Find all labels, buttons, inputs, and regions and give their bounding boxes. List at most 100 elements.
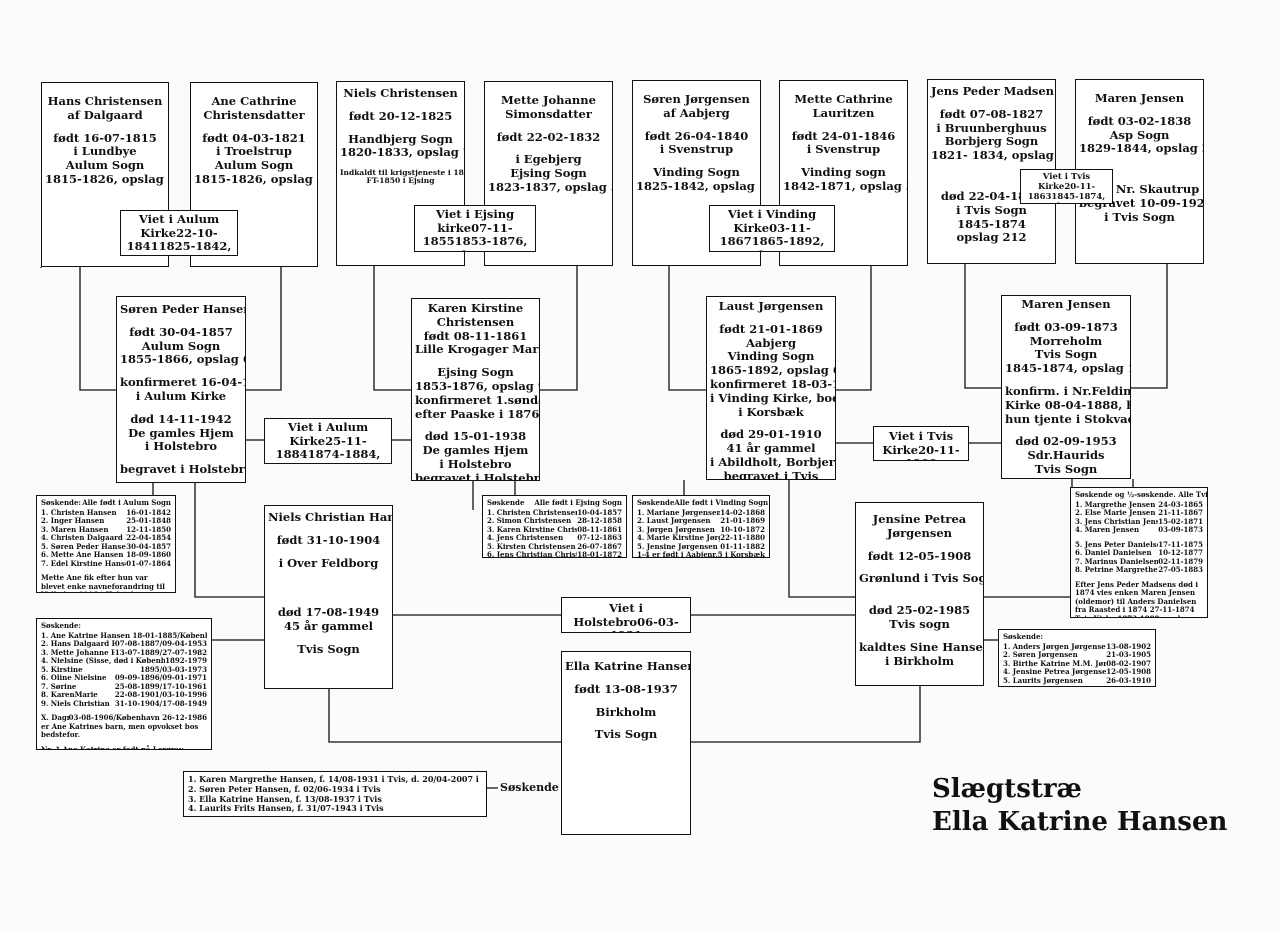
- sibling-date: 26-03-1910: [1106, 675, 1151, 685]
- sibling-row: 6. Jens Christian Christensen18-01-1872: [487, 550, 622, 558]
- siblings-ella-label: Søskende: [498, 781, 561, 794]
- text-line: konfirmeret 18-03-1883: [710, 376, 835, 391]
- text-line: Tvis Sogn: [594, 727, 658, 742]
- sibling-row: 4. Christen Dalgaard Hansen22-04-1854: [41, 534, 171, 543]
- text-line: FT-1850 i Ejsing: [366, 176, 435, 186]
- siblings-note: er Ane Katrines barn, men opvokset bos b…: [41, 721, 199, 740]
- sibling-name: 4. Marie Kirstine Jørgensen: [637, 534, 720, 543]
- text-line: begravet i Holstebro: [415, 470, 540, 481]
- sibling-date: 21-01-1869: [720, 516, 765, 526]
- text-line: Søren Jørgensen: [643, 92, 750, 106]
- text-line: død 29-01-1910: [720, 427, 822, 442]
- sibling-date: 15-02-1871: [1158, 516, 1203, 526]
- sibling-name: 3. Maren Hansen: [41, 525, 109, 534]
- sibling-name: 4. Jens Christensen: [487, 534, 564, 543]
- text-line: Laust Jørgensen: [718, 299, 824, 313]
- sibling-date: 17-11-1875: [1158, 539, 1203, 549]
- text-line: 1815-1826, opslag 29: [194, 171, 317, 186]
- sibling-name: 3. Jørgen Jørgensen: [637, 525, 715, 534]
- siblings-ella: 1. Karen Margrethe Hansen, f. 14/08-1931…: [183, 771, 487, 817]
- marriage-tvis-1863: Viet i Tvis Kirke20-11-18631845-1874, op…: [1020, 169, 1113, 204]
- text-line: født 26-04-1840: [644, 128, 749, 143]
- sibling-date: 30-04-1857: [126, 541, 171, 551]
- sibling-name: 6. Oline Nielsine: [41, 674, 107, 683]
- title-line-1: Slægtstræ: [932, 774, 1082, 804]
- text-line: født 07-08-1827: [939, 106, 1044, 121]
- text-line: i Aulum Kirke: [135, 388, 227, 403]
- sibling-name: 4. Maren Jensen: [1075, 526, 1140, 535]
- text-line: Tvis sogn: [889, 616, 950, 631]
- text-line: Vinding Sogn: [727, 349, 815, 364]
- text-line: opslag 212: [956, 230, 1027, 245]
- title-line-2: Ella Katrine Hansen: [932, 806, 1228, 837]
- sibling-name: 8. Petrine Margrethe Dan.: [1075, 566, 1158, 575]
- text-line: 1845-1874, opslag 179: [1041, 192, 1106, 203]
- sibling-name: 3. Jens Christian Jensen: [1075, 517, 1158, 526]
- siblings-header-text: Søskende og ½-søskende. Alle Tvis Sogn: [1075, 490, 1208, 499]
- sibling-date: 22-08-1901/03-10-1996: [114, 690, 207, 700]
- siblings-note: Efter Jens Peder Madsens død i 1874 vies…: [1075, 579, 1198, 617]
- siblings-header-text: Søskende:: [1003, 632, 1043, 641]
- siblings-header: Søskende:: [1003, 632, 1151, 642]
- siblings-header: Søskende:: [41, 621, 207, 631]
- text-line: 1842-1871, opslag 30: [783, 178, 908, 193]
- text-line: Niels Christensen: [343, 86, 458, 100]
- text-line: i Birkholm: [884, 653, 955, 668]
- sibling-entry: 1. Karen Margrethe Hansen, f. 14/08-1931…: [188, 775, 482, 784]
- text-line: Maren Jensen: [1094, 91, 1185, 105]
- sibling-name: 6. Daniel Danielsen: [1075, 549, 1152, 558]
- text-line: død 02-09-1953: [1015, 434, 1117, 449]
- sibling-row: 4. Marie Kirstine Jørgensen22-11-1880: [637, 534, 765, 543]
- text-line: født 16-07-1815: [53, 130, 157, 145]
- sibling-date: 18-09-1860: [126, 550, 171, 560]
- sibling-date: 08-11-1861: [577, 524, 622, 534]
- text-line: i Holstebro: [144, 439, 218, 454]
- text-line: født 13-08-1937: [574, 681, 678, 696]
- siblings-header-text: Søskende: [487, 498, 525, 507]
- marriage-holstebro-1931: Viet i Holstebro06-03-1931: [561, 597, 691, 633]
- sibling-name: 5. Laurits Jørgensen: [1003, 676, 1083, 685]
- text-line: Hans Christensen: [47, 94, 163, 108]
- sibling-date: 22-04-1854: [126, 533, 171, 543]
- sibling-date: 25-08-1899/17-10-1961: [114, 681, 207, 691]
- text-line: Mette Johanne: [501, 93, 596, 107]
- text-line: efter Paaske i 1876: [415, 406, 540, 421]
- siblings-maren-jensen: Søskende og ½-søskende. Alle Tvis Sogn1.…: [1070, 487, 1208, 618]
- text-line: i Egebjerg: [515, 152, 582, 167]
- text-line: 1825-1842, opslag 80: [148, 239, 232, 255]
- sibling-date: 10-04-1857: [577, 507, 622, 517]
- sibling-name: 3. Birthe Katrine M.M. Jørgensen: [1003, 659, 1106, 668]
- text-line: Ejsing Sogn: [437, 365, 514, 380]
- text-line: Ane Cathrine: [211, 94, 297, 108]
- sibling-row: 4. Laurits Frits Hansen, f. 31/07-1943 i…: [188, 804, 482, 814]
- text-line: Borbjerg Sogn: [944, 134, 1039, 149]
- text-line: 03-11-1867: [719, 220, 811, 249]
- text-line: Viet i Ejsing kirke: [435, 207, 515, 235]
- text-line: Handbjerg Sogn: [348, 131, 453, 146]
- sibling-name: 7. Marinus Danielsen: [1075, 557, 1159, 566]
- sibling-row: 2. Hans Dalgaard Hansen07-08-1887/09-04-…: [41, 640, 207, 649]
- text-line: i Abildholt, Borbjerg S.: [710, 454, 835, 469]
- sibling-name: 5. Kirstine: [41, 665, 83, 674]
- text-line: Birkholm: [595, 704, 657, 719]
- text-line: Kirke 08-04-1888, hvor: [1005, 397, 1130, 412]
- sibling-name: 1. Margrethe Jensen: [1075, 500, 1156, 509]
- sibling-date: 18-01-1872: [577, 550, 622, 558]
- text-line: født 20-12-1825: [348, 108, 453, 123]
- text-line: Maren Jensen: [1021, 297, 1111, 311]
- text-line: Aulum Sogn: [214, 158, 294, 173]
- sibling-name: 6. Mette Ane Hansen: [41, 551, 124, 560]
